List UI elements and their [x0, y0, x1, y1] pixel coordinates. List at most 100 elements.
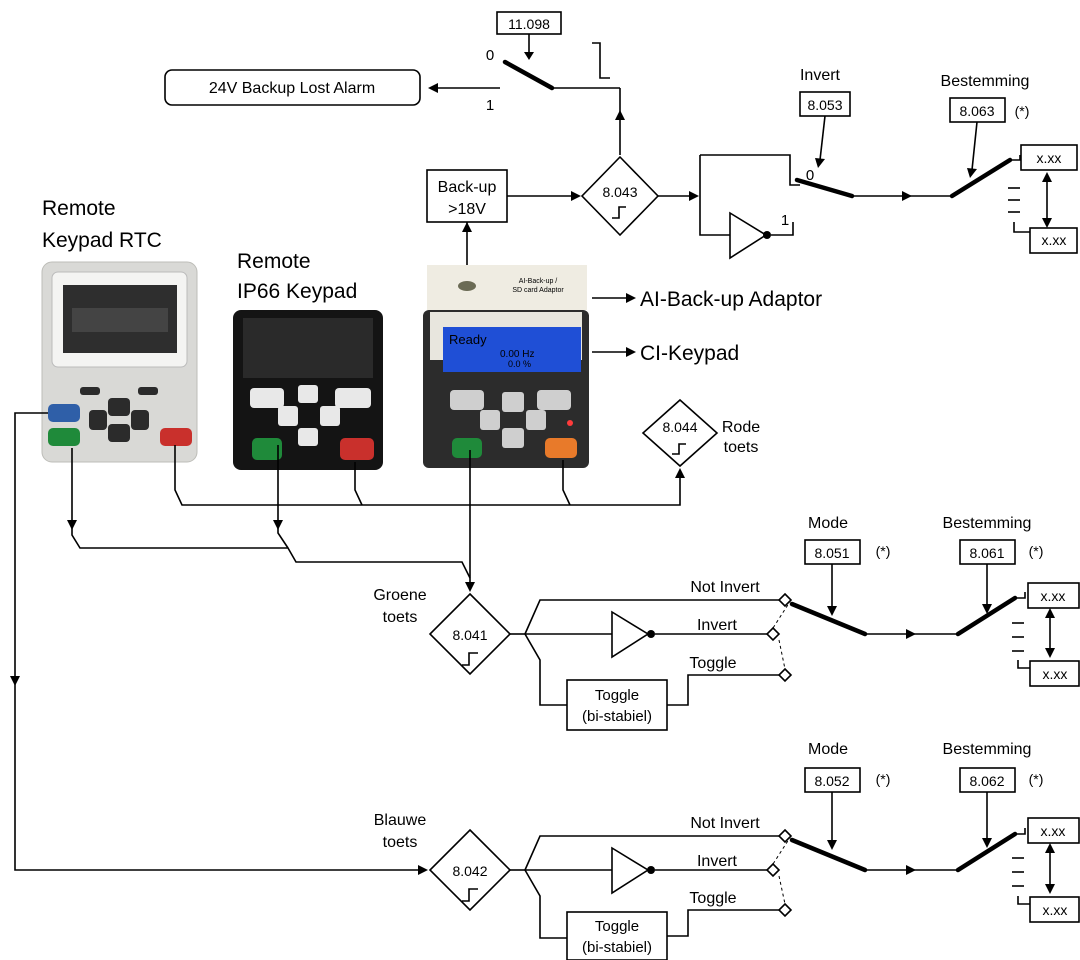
invert-switch-blade [794, 177, 855, 199]
green-dest-value-1: x.xx [1041, 588, 1066, 604]
param-8041-diamond [428, 592, 512, 676]
green-invert-label: Invert [697, 617, 738, 634]
param-8044-value: 8.044 [662, 419, 697, 435]
green-key-logic: Groene toets 8.041 Toggle (bi-stabiel) N… [373, 515, 1080, 731]
param-8053-value: 8.053 [807, 97, 842, 113]
blue-dest-box-2 [1029, 896, 1080, 923]
green-dest-box-2 [1029, 660, 1080, 687]
blue-key-wiring [10, 412, 428, 875]
backup-box-line1: Back-up [438, 179, 497, 196]
ai-adaptor-label: AI-Back-up Adaptor [640, 288, 822, 311]
green-key-wiring [67, 445, 475, 592]
param-8052-box [804, 767, 861, 793]
dest-top-box-2 [1029, 227, 1078, 254]
groene-label-line1: Groene [373, 587, 426, 604]
green-dest-asterisk: (*) [1029, 543, 1044, 559]
blue-dest-asterisk: (*) [1029, 771, 1044, 787]
blue-dest-box-1 [1027, 817, 1080, 844]
blue-contact-not-invert [777, 828, 793, 844]
backup-detect-section: Back-up >18V 8.043 0 1 Invert 8.053 Best… [426, 67, 1078, 272]
blue-contact-toggle [777, 902, 793, 918]
param-8063-value: 8.063 [959, 103, 994, 119]
green-toggle-box-line2: (bi-stabiel) [582, 708, 652, 725]
lcd-line3: 0.0 % [508, 359, 531, 369]
green-mode-label: Mode [808, 515, 848, 532]
param-8062-box [959, 767, 1016, 793]
green-contact-invert [765, 626, 781, 642]
rtc-red-button [160, 428, 192, 446]
param-8051-value: 8.051 [814, 545, 849, 561]
blue-key-logic: Blauwe toets 8.042 Toggle (bi-stabiel) N… [374, 741, 1080, 960]
blue-contact-invert [765, 862, 781, 878]
param-8062-value: 8.062 [969, 773, 1004, 789]
blue-mode-asterisk: (*) [876, 771, 891, 787]
blue-toggle-box-line1: Toggle [595, 918, 639, 935]
dest-top-value-2: x.xx [1042, 232, 1067, 248]
green-dest-switch-blade [955, 595, 1018, 637]
param-8042-value: 8.042 [452, 863, 487, 879]
blue-toggle-box-line2: (bi-stabiel) [582, 939, 652, 956]
blauwe-label-line2: toets [383, 834, 418, 851]
blue-not-invert-label: Not Invert [690, 815, 760, 832]
blue-dest-switch-blade [955, 831, 1018, 873]
edge-symbol [592, 42, 610, 79]
adaptor-print-line1: AI-Back-up / [519, 278, 558, 285]
blue-dest-value-2: x.xx [1043, 902, 1068, 918]
blue-toggle-box [566, 911, 668, 960]
param-8061-value: 8.061 [969, 545, 1004, 561]
blue-inverter-triangle [611, 846, 650, 895]
green-toggle-label: Toggle [689, 655, 736, 672]
dest-top-value-1: x.xx [1037, 150, 1062, 166]
ip66-label-line2: IP66 Keypad [237, 280, 357, 303]
param-8052-value: 8.052 [814, 773, 849, 789]
blue-toggle-label: Toggle [689, 890, 736, 907]
lcd-line2: 0.00 Hz [500, 349, 534, 360]
blue-invert-label: Invert [697, 853, 738, 870]
backup-box-line2: >18V [448, 201, 486, 218]
alarm-label: 24V Backup Lost Alarm [209, 80, 375, 97]
inverter-triangle [729, 211, 768, 260]
param-11098-value: 11.098 [508, 16, 550, 32]
remote-keypad-rtc [41, 261, 198, 463]
ci-keypad-label: CI-Keypad [640, 342, 739, 365]
param-8044-diamond [641, 398, 719, 468]
asterisk-8063: (*) [1015, 103, 1030, 119]
param-8043-value: 8.043 [602, 184, 637, 200]
ip66-red-button [340, 438, 374, 460]
green-bestemming-label: Bestemming [943, 515, 1032, 532]
green-contact-toggle [777, 667, 793, 683]
green-not-invert-label: Not Invert [690, 579, 760, 596]
blue-mode-label: Mode [808, 741, 848, 758]
rtc-label-line1: Remote [42, 197, 116, 220]
param-8063-box [949, 97, 1006, 123]
ci-red-button [545, 438, 577, 458]
blue-dest-value-1: x.xx [1041, 823, 1066, 839]
ci-green-button [452, 438, 482, 458]
invert-switch-pos-0: 0 [806, 167, 814, 184]
green-contact-not-invert [777, 592, 793, 608]
dest-switch-blade-top [949, 157, 1013, 199]
rtc-label-line2: Keypad RTC [42, 229, 162, 252]
blue-mode-switch-blade [789, 837, 868, 873]
green-dest-value-2: x.xx [1043, 666, 1068, 682]
switch-position-1: 1 [486, 97, 494, 114]
green-inverter-triangle [611, 610, 650, 659]
alarm-switch-blade [502, 59, 555, 91]
green-toggle-box-line1: Toggle [595, 687, 639, 704]
ci-keypad-lcd [443, 327, 581, 372]
green-mode-switch-blade [789, 601, 868, 637]
ci-keypad-with-adaptor: AI-Back-up / SD card Adaptor Ready 0.00 … [423, 265, 589, 468]
rtc-blue-button [48, 404, 80, 422]
rtc-green-button [48, 428, 80, 446]
backup-alarm-section: 11.098 0 1 24V Backup Lost Alarm [164, 11, 625, 155]
green-dest-box-1 [1027, 582, 1080, 609]
keypad-labels: Remote Keypad RTC Remote IP66 Keypad AI-… [42, 197, 822, 365]
rode-label-line1: Rode [722, 419, 760, 436]
switch-position-0: 0 [486, 47, 494, 64]
alarm-box [164, 69, 421, 106]
remote-ip66-keypad [233, 310, 383, 470]
adaptor-led [458, 281, 476, 291]
green-mode-asterisk: (*) [876, 543, 891, 559]
invert-label: Invert [800, 67, 841, 84]
lcd-line1: Ready [449, 332, 487, 347]
